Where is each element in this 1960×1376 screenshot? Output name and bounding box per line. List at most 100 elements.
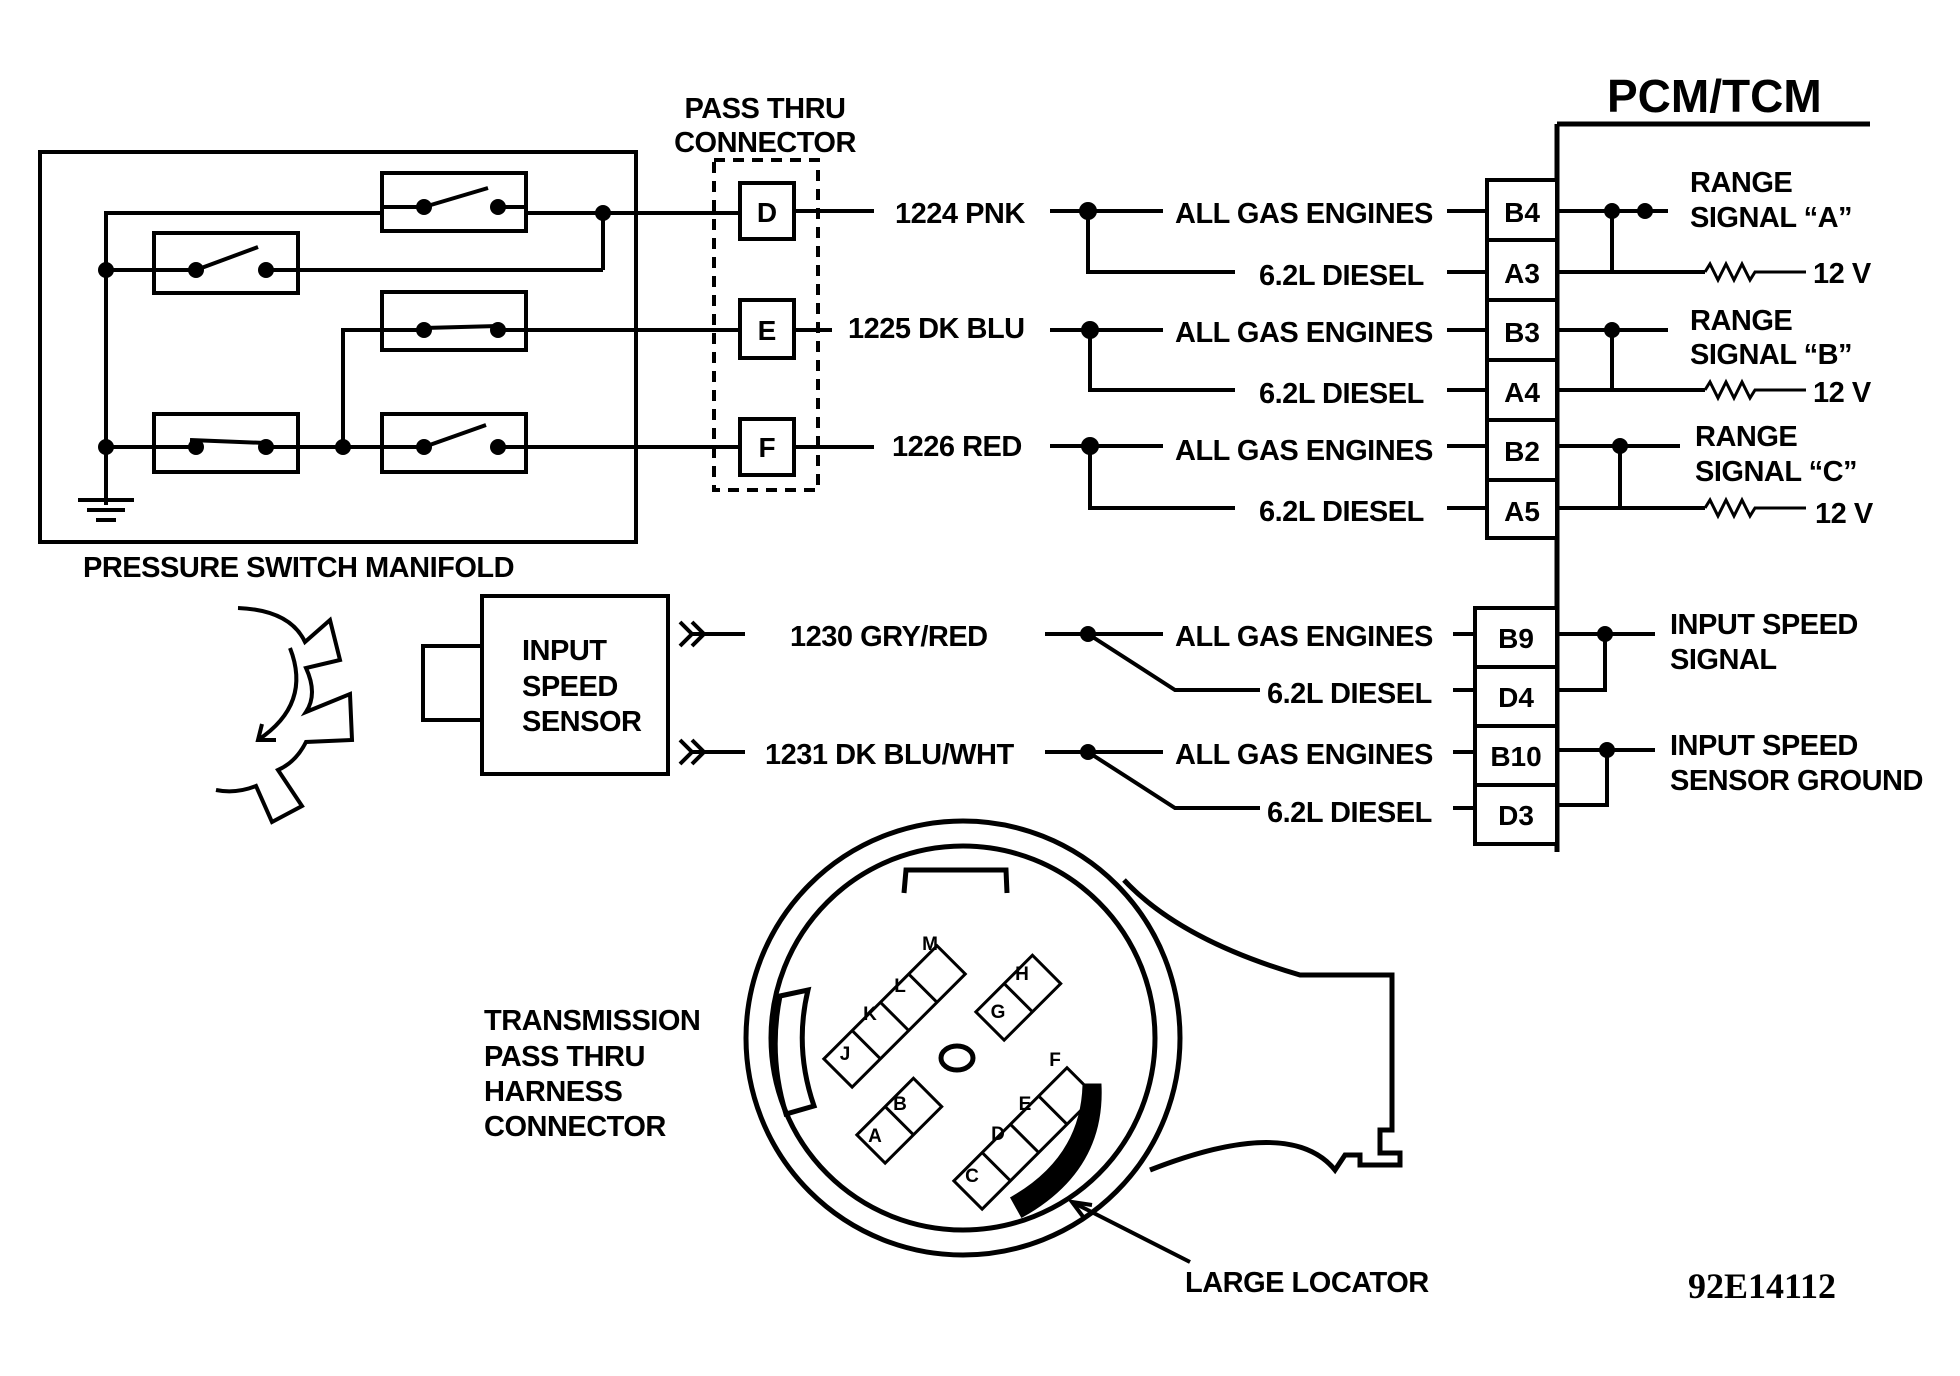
pin-b3: B3 [1504, 317, 1540, 348]
pass-thru-pin-d-box [738, 181, 796, 241]
pin-b10: B10 [1490, 741, 1541, 772]
sensor-label-line2: SPEED [522, 671, 618, 703]
connector-pin-b: B [893, 1094, 907, 1115]
pin-d3: D3 [1498, 800, 1534, 831]
connector-pin-l: L [894, 976, 906, 997]
range-circuit-2: 1225 DK BLU ALL GAS ENGINES 6.2L DIESEL [848, 313, 1487, 410]
large-locator [1009, 1083, 1102, 1219]
pressure-switch-5 [380, 412, 528, 474]
range-circuit-3: 1226 RED ALL GAS ENGINES 6.2L DIESEL [892, 431, 1487, 528]
input-speed-signal-line2: SIGNAL [1670, 644, 1777, 676]
range-signal-a: RANGE SIGNAL “A” 12 V [1557, 167, 1872, 290]
connector-pin-m: M [922, 934, 938, 955]
pin-group-gh [973, 953, 1063, 1043]
pass-thru-title-2: CONNECTOR [674, 127, 856, 159]
gas-label-3: ALL GAS ENGINES [1175, 435, 1433, 467]
diesel-label-5: 6.2L DIESEL [1267, 797, 1432, 829]
range-circuit-1: 1224 PNK ALL GAS ENGINES 6.2L DIESEL [895, 198, 1487, 292]
speed-circuit-1230: 1230 GRY/RED ALL GAS ENGINES 6.2L DIESEL [678, 620, 1475, 710]
diesel-label-1: 6.2L DIESEL [1259, 260, 1424, 292]
pin-group-cdef [951, 1065, 1098, 1212]
large-locator-label: LARGE LOCATOR [1185, 1267, 1429, 1299]
manifold-label: PRESSURE SWITCH MANIFOLD [83, 552, 514, 584]
gas-label-2: ALL GAS ENGINES [1175, 317, 1433, 349]
pin-b9: B9 [1498, 623, 1534, 654]
range-signal-c: RANGE SIGNAL “C” 12 V [1557, 421, 1874, 530]
speed-circuit-1231: 1231 DK BLU/WHT ALL GAS ENGINES 6.2L DIE… [678, 738, 1475, 829]
pin-group-ab [854, 1076, 944, 1166]
sensor-label-line1: INPUT [522, 635, 607, 667]
range-signal-c-line2: SIGNAL “C” [1695, 456, 1857, 488]
pin-b4: B4 [1504, 197, 1540, 228]
connector-pin-c: C [965, 1166, 979, 1187]
harness-connector: M L K J H G B A F E D C TRANSMISSION PAS… [484, 818, 1430, 1299]
wire-label-1231: 1231 DK BLU/WHT [765, 739, 1014, 771]
pressure-switch-manifold: PRESSURE SWITCH MANIFOLD [38, 150, 740, 584]
pin-d4: D4 [1498, 682, 1534, 713]
connector-pin-k: K [863, 1004, 877, 1025]
connector-pin-g: G [991, 1002, 1006, 1023]
connector-pin-a: A [868, 1126, 882, 1147]
connector-pin-h: H [1015, 964, 1029, 985]
harness-label-4: CONNECTOR [484, 1111, 666, 1143]
pin-group-jklm [821, 943, 968, 1090]
pin-b2: B2 [1504, 436, 1540, 467]
sensor-label-line3: SENSOR [522, 706, 642, 738]
input-speed-sensor: INPUT SPEED SENSOR [421, 594, 670, 776]
pass-thru-pin-f: F [758, 432, 775, 463]
range-signal-a-voltage: 12 V [1813, 258, 1872, 290]
resistor-icon [1703, 378, 1806, 402]
pass-thru-title-1: PASS THRU [685, 93, 846, 125]
range-signal-c-line1: RANGE [1695, 421, 1797, 453]
resistor-icon [1703, 496, 1806, 520]
manifold-outline [38, 150, 638, 544]
range-signal-c-voltage: 12 V [1815, 498, 1874, 530]
range-signal-b-voltage: 12 V [1813, 377, 1872, 409]
pass-thru-pin-e: E [758, 315, 777, 346]
range-signal-b-line1: RANGE [1690, 305, 1792, 337]
range-signal-b-line2: SIGNAL “B” [1690, 339, 1852, 371]
input-speed-signal: INPUT SPEED SIGNAL [1557, 609, 1858, 692]
wire-label-1226: 1226 RED [892, 431, 1022, 463]
pressure-switch-1 [380, 171, 528, 233]
gas-label-5: ALL GAS ENGINES [1175, 739, 1433, 771]
diesel-label-3: 6.2L DIESEL [1259, 496, 1424, 528]
pressure-switch-3 [380, 290, 528, 352]
connector-pin-f: F [1049, 1050, 1061, 1071]
diesel-label-4: 6.2L DIESEL [1267, 678, 1432, 710]
pin-a4: A4 [1504, 377, 1540, 408]
pass-thru-pin-d: D [757, 197, 777, 228]
connector-pin-e: E [1019, 1094, 1032, 1115]
harness-label-1: TRANSMISSION [484, 1005, 700, 1037]
pressure-switch-4 [152, 412, 300, 474]
input-speed-sensor-ground: INPUT SPEED SENSOR GROUND [1557, 730, 1923, 807]
connector-pin-d: D [991, 1124, 1005, 1145]
range-signal-a-line2: SIGNAL “A” [1690, 202, 1852, 234]
range-signal-b: RANGE SIGNAL “B” 12 V [1557, 305, 1872, 409]
input-speed-signal-line1: INPUT SPEED [1670, 609, 1858, 641]
figure-id: 92E14112 [1688, 1266, 1836, 1306]
wire-label-1230: 1230 GRY/RED [790, 621, 988, 653]
range-signal-a-line1: RANGE [1690, 167, 1792, 199]
pressure-switch-2 [152, 231, 300, 295]
reluctor-wheel-icon [215, 606, 355, 825]
pin-a3: A3 [1504, 258, 1540, 289]
pass-thru-pin-f-box [738, 417, 796, 477]
harness-label-2: PASS THRU [484, 1041, 645, 1073]
pass-thru-connector: PASS THRU CONNECTOR D E F [674, 93, 874, 492]
harness-label-3: HARNESS [484, 1076, 622, 1108]
pin-a5: A5 [1504, 496, 1540, 527]
ground-icon [78, 498, 134, 522]
diesel-label-2: 6.2L DIESEL [1259, 378, 1424, 410]
gas-label-4: ALL GAS ENGINES [1175, 621, 1433, 653]
wire-label-1225: 1225 DK BLU [848, 313, 1025, 345]
pcm-tcm-module: PCM/TCM B4 A3 B3 A4 B2 A5 B9 D4 B10 D3 [1473, 70, 1870, 852]
resistor-icon [1703, 260, 1806, 284]
pcm-tcm-title: PCM/TCM [1607, 70, 1822, 122]
sensor-ground-line2: SENSOR GROUND [1670, 765, 1923, 797]
sensor-ground-line1: INPUT SPEED [1670, 730, 1858, 762]
wire-label-1224: 1224 PNK [895, 198, 1025, 230]
connector-pin-j: J [840, 1044, 851, 1065]
gas-label-1: ALL GAS ENGINES [1175, 198, 1433, 230]
